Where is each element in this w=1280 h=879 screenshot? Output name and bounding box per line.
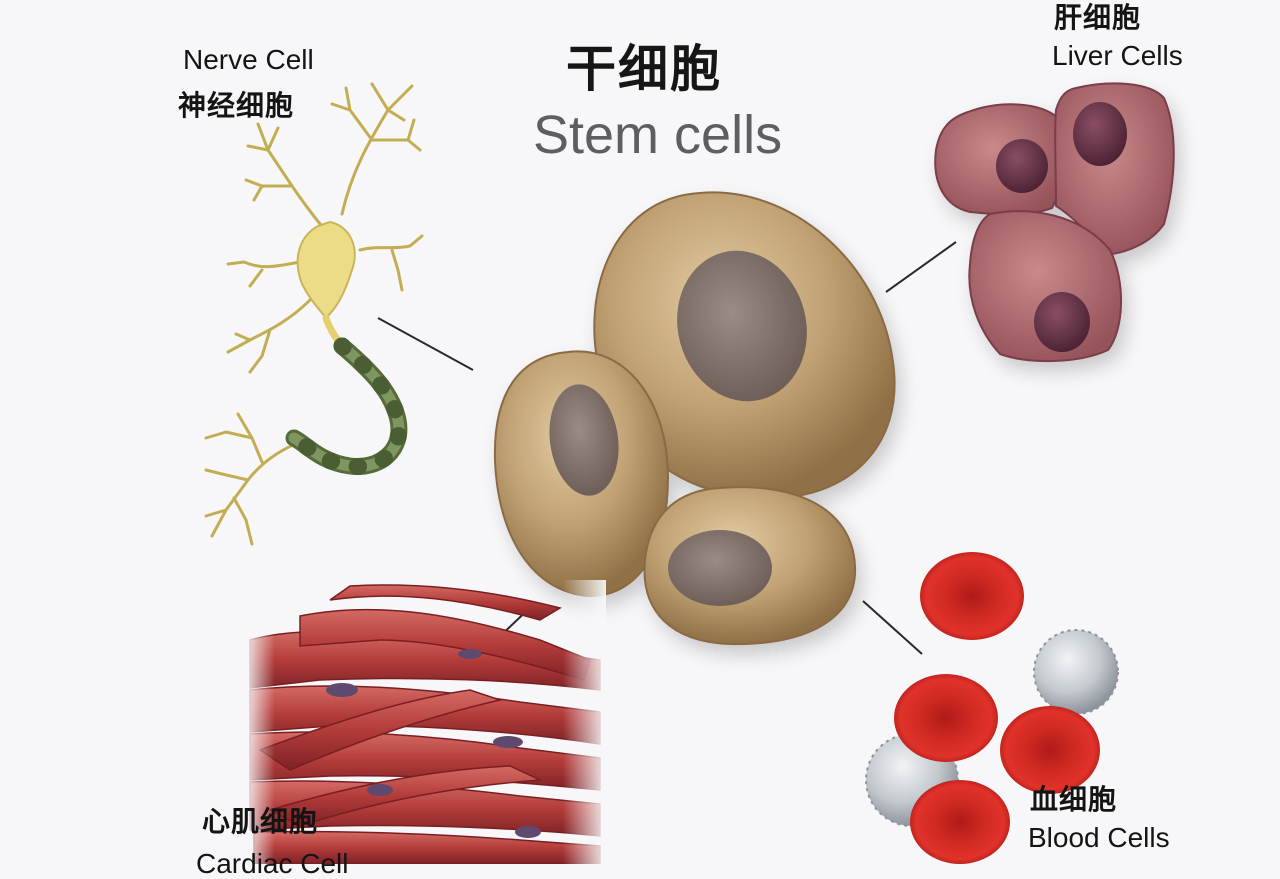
stem-cell-large <box>593 191 896 500</box>
cardiac-muscle <box>246 580 606 864</box>
red-blood-cell <box>894 552 1100 864</box>
nerve-cell-label-chinese: 神经细胞 <box>178 89 295 122</box>
liver-cells <box>934 82 1175 363</box>
nerve-cell <box>204 82 424 546</box>
liver-cells-label-english: Liver Cells <box>1052 40 1183 71</box>
title-chinese: 干细胞 <box>566 40 722 98</box>
liver-nucleus <box>1034 292 1090 352</box>
nerve-cell-label-english: Nerve Cell <box>183 44 314 75</box>
cardiac-cell-label-chinese: 心肌细胞 <box>202 805 319 838</box>
blood-cells-label-english: Blood Cells <box>1028 822 1170 853</box>
liver-cell-3 <box>968 210 1123 363</box>
blood-cells <box>865 552 1119 864</box>
connector-blood <box>862 600 923 655</box>
blood-cells-label-chinese: 血细胞 <box>1030 783 1118 816</box>
connector-liver <box>885 241 957 293</box>
stem-nucleus-large <box>677 250 807 402</box>
title-english: Stem cells <box>533 105 783 165</box>
liver-nucleus <box>1073 102 1127 166</box>
liver-cell-1 <box>934 103 1064 216</box>
liver-cell-2 <box>1054 82 1175 256</box>
stem-cell-small <box>643 486 857 646</box>
stem-cell-left <box>493 350 670 598</box>
liver-cells-label-chinese: 肝细胞 <box>1054 1 1142 34</box>
stem-nucleus-small <box>668 530 772 606</box>
stem-cells <box>493 191 896 646</box>
liver-nucleus <box>996 139 1048 193</box>
stem-nucleus-left <box>549 384 619 496</box>
cardiac-cell-label-english: Cardiac Cell <box>196 848 349 879</box>
nerve-dendrites <box>204 82 424 546</box>
connector-nerve <box>377 317 474 371</box>
